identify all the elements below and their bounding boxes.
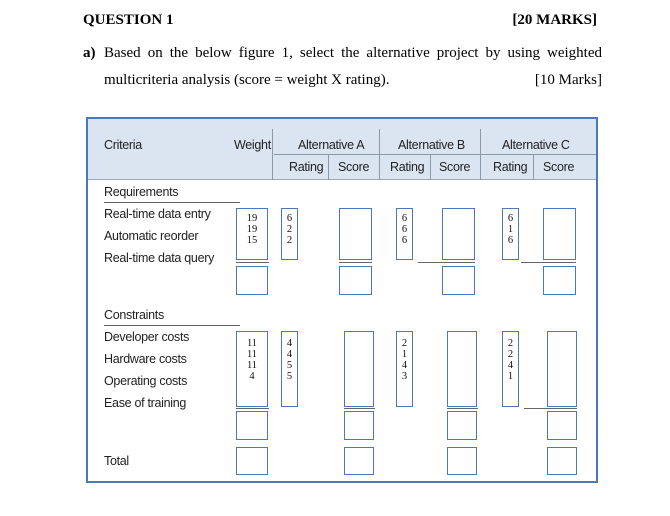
header-divider bbox=[328, 155, 329, 180]
header-criteria: Criteria bbox=[104, 138, 142, 152]
score-subtotal-box-a[interactable] bbox=[344, 411, 374, 440]
part-marks: [10 Marks] bbox=[534, 72, 602, 88]
sum-underline bbox=[344, 408, 375, 409]
header-alternative-c: Alternative C bbox=[502, 138, 570, 152]
criteria-label: Ease of training bbox=[104, 396, 187, 410]
score-box-c[interactable] bbox=[547, 331, 577, 407]
weight-subtotal-box[interactable] bbox=[236, 266, 268, 295]
header-divider bbox=[272, 129, 273, 180]
score-box-c[interactable] bbox=[543, 208, 576, 260]
sum-underline bbox=[339, 262, 372, 263]
header-divider bbox=[533, 155, 534, 180]
rating-box-a bbox=[281, 331, 298, 407]
score-total-box-a[interactable] bbox=[344, 447, 374, 475]
criteria-label: Real-time data query bbox=[104, 251, 215, 265]
header-divider bbox=[430, 155, 431, 180]
header-score-c: Score bbox=[543, 160, 575, 174]
ratings-c-requirements: 6 1 6 bbox=[507, 213, 514, 246]
part-text-line1: Based on the below figure 1, select the … bbox=[104, 45, 602, 61]
sum-underline bbox=[236, 262, 269, 263]
score-box-a[interactable] bbox=[339, 208, 372, 260]
section-title-requirements: Requirements bbox=[104, 185, 179, 199]
header-row-1 bbox=[88, 119, 596, 154]
rating-box-c bbox=[502, 208, 519, 260]
score-total-box-b[interactable] bbox=[447, 447, 477, 475]
ratings-b-requirements: 6 6 6 bbox=[401, 213, 408, 246]
sum-underline bbox=[524, 408, 577, 409]
header-rating-b: Rating bbox=[390, 160, 425, 174]
header-alternative-a: Alternative A bbox=[298, 138, 365, 152]
criteria-label: Developer costs bbox=[104, 330, 190, 344]
ratings-a-constraints: 4 4 5 5 bbox=[286, 338, 293, 382]
sum-underline bbox=[236, 408, 269, 409]
ratings-b-constraints: 2 1 4 3 bbox=[401, 338, 408, 382]
part-text-line2: multicriteria analysis (score = weight X… bbox=[104, 72, 390, 88]
question-title: QUESTION 1 bbox=[83, 12, 174, 28]
section-underline bbox=[104, 325, 240, 326]
header-score-a: Score bbox=[338, 160, 370, 174]
header-rating-c: Rating bbox=[493, 160, 528, 174]
weights-constraints: 11 11 11 4 bbox=[246, 338, 258, 382]
rating-box-a bbox=[281, 208, 298, 260]
score-box-a[interactable] bbox=[344, 331, 374, 407]
header-row-2 bbox=[88, 154, 596, 180]
header-score-b: Score bbox=[439, 160, 471, 174]
part-label: a) bbox=[83, 45, 96, 61]
total-label: Total bbox=[104, 454, 129, 468]
ratings-a-requirements: 6 2 2 bbox=[286, 213, 293, 246]
weights-requirements: 19 19 15 bbox=[246, 213, 258, 246]
score-total-box-c[interactable] bbox=[547, 447, 577, 475]
sum-underline bbox=[521, 262, 576, 263]
score-box-b[interactable] bbox=[447, 331, 477, 407]
rating-box-c bbox=[502, 331, 519, 407]
sum-underline bbox=[418, 262, 475, 263]
header-rating-a: Rating bbox=[289, 160, 324, 174]
rating-box-b bbox=[396, 331, 413, 407]
header-alternative-b: Alternative B bbox=[398, 138, 465, 152]
question-marks: [20 MARKS] bbox=[512, 12, 597, 28]
weight-subtotal-box[interactable] bbox=[236, 411, 268, 440]
score-subtotal-box-b[interactable] bbox=[442, 266, 475, 295]
rating-box-b bbox=[396, 208, 413, 260]
ratings-c-constraints: 2 2 4 1 bbox=[507, 338, 514, 382]
criteria-label: Hardware costs bbox=[104, 352, 187, 366]
score-box-b[interactable] bbox=[442, 208, 475, 260]
section-underline bbox=[104, 202, 240, 203]
criteria-label: Real-time data entry bbox=[104, 207, 211, 221]
section-title-constraints: Constraints bbox=[104, 308, 164, 322]
header-weight: Weight bbox=[234, 138, 271, 152]
sum-underline bbox=[447, 408, 478, 409]
score-subtotal-box-a[interactable] bbox=[339, 266, 372, 295]
score-subtotal-box-b[interactable] bbox=[447, 411, 477, 440]
weight-box bbox=[236, 208, 268, 260]
weight-total-box[interactable] bbox=[236, 447, 268, 475]
score-subtotal-box-c[interactable] bbox=[543, 266, 576, 295]
score-subtotal-box-c[interactable] bbox=[547, 411, 577, 440]
figure-1-table: Criteria Weight Alternative A Alternativ… bbox=[86, 117, 598, 483]
criteria-label: Automatic reorder bbox=[104, 229, 199, 243]
header-subline bbox=[274, 154, 596, 155]
criteria-label: Operating costs bbox=[104, 374, 188, 388]
weight-box bbox=[236, 331, 268, 407]
